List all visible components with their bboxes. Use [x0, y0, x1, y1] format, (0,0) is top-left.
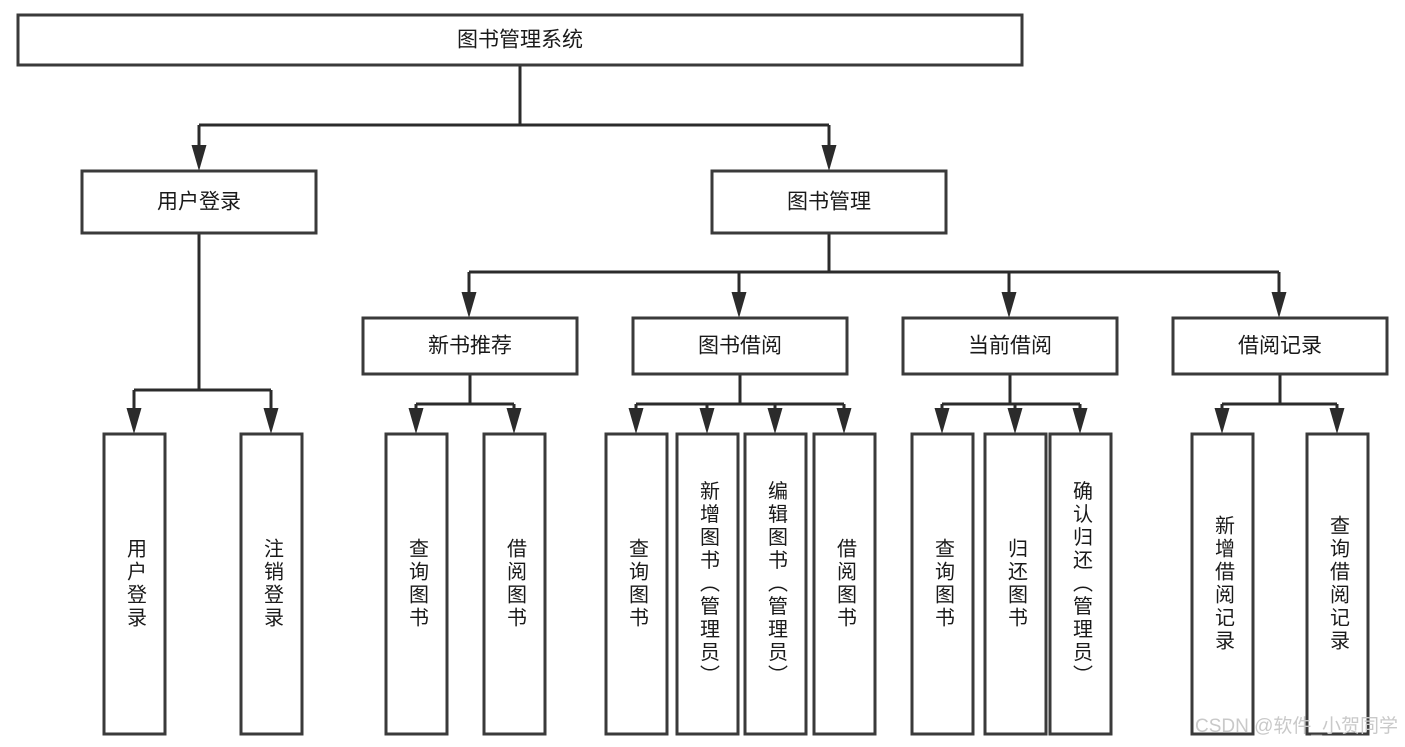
- node-label: 新增借阅记录: [1212, 515, 1235, 653]
- connector-current-borrow-bus: [934, 374, 1088, 434]
- node-leaf-query-book-borrow[interactable]: 查询图书: [604, 432, 669, 736]
- connector-new-book-recommend-bus: [408, 374, 522, 434]
- node-label: 图书管理: [787, 191, 871, 214]
- node-label: 归还图书: [1005, 538, 1028, 630]
- node-label: 查询图书: [932, 538, 955, 630]
- node-label: 借阅图书: [834, 538, 857, 630]
- node-new-book-recommend[interactable]: 新书推荐: [361, 316, 579, 376]
- node-label: 新书推荐: [428, 335, 512, 358]
- node-label: 注销登录: [261, 538, 284, 630]
- node-label: 查询图书: [626, 538, 649, 630]
- node-leaf-query-book-current[interactable]: 查询图书: [910, 432, 975, 736]
- node-leaf-add-borrow-record[interactable]: 新增借阅记录: [1190, 432, 1255, 736]
- node-root-system-title[interactable]: 图书管理系统: [16, 13, 1024, 67]
- node-user-login[interactable]: 用户登录: [80, 169, 318, 235]
- node-leaf-confirm-return-admin[interactable]: 确认归还（管理员）: [1048, 432, 1113, 736]
- node-layer: 图书管理系统用户登录图书管理新书推荐图书借阅当前借阅借阅记录用户登录注销登录查询…: [16, 13, 1389, 736]
- node-leaf-logout-login[interactable]: 注销登录: [239, 432, 304, 736]
- node-label: 借阅图书: [504, 538, 527, 630]
- node-book-borrow[interactable]: 图书借阅: [631, 316, 849, 376]
- node-leaf-edit-book-admin[interactable]: 编辑图书（管理员）: [743, 432, 808, 736]
- node-borrow-record[interactable]: 借阅记录: [1171, 316, 1389, 376]
- connector-layer: [126, 65, 1345, 434]
- connector-user-login-bus: [126, 233, 279, 434]
- node-leaf-borrow-book-recommend[interactable]: 借阅图书: [482, 432, 547, 736]
- connector-book-borrow-bus: [628, 374, 852, 434]
- node-leaf-return-book[interactable]: 归还图书: [983, 432, 1048, 736]
- node-label: 用户登录: [157, 191, 241, 214]
- node-leaf-add-book-admin[interactable]: 新增图书（管理员）: [675, 432, 740, 736]
- node-label: 查询借阅记录: [1327, 515, 1350, 653]
- node-label: 编辑图书（管理员）: [765, 480, 788, 687]
- node-label: 借阅记录: [1238, 335, 1322, 358]
- node-label: 图书管理系统: [457, 29, 583, 52]
- node-book-management[interactable]: 图书管理: [710, 169, 948, 235]
- node-leaf-query-book-recommend[interactable]: 查询图书: [384, 432, 449, 736]
- node-label: 确认归还（管理员）: [1070, 480, 1093, 687]
- connector-borrow-record-bus: [1214, 374, 1345, 434]
- watermark-label: CSDN @软件_小贺同学: [1195, 715, 1398, 737]
- node-label: 当前借阅: [968, 335, 1052, 358]
- node-label: 查询图书: [406, 538, 429, 630]
- node-label: 图书借阅: [698, 335, 782, 358]
- connector-root-bus: [191, 65, 837, 171]
- node-leaf-query-borrow-record[interactable]: 查询借阅记录: [1305, 432, 1370, 736]
- node-leaf-user-login[interactable]: 用户登录: [102, 432, 167, 736]
- node-leaf-borrow-book[interactable]: 借阅图书: [812, 432, 877, 736]
- node-label: 用户登录: [124, 538, 147, 630]
- connector-book-management-bus: [461, 233, 1287, 318]
- node-label: 新增图书（管理员）: [697, 480, 720, 687]
- node-current-borrow[interactable]: 当前借阅: [901, 316, 1119, 376]
